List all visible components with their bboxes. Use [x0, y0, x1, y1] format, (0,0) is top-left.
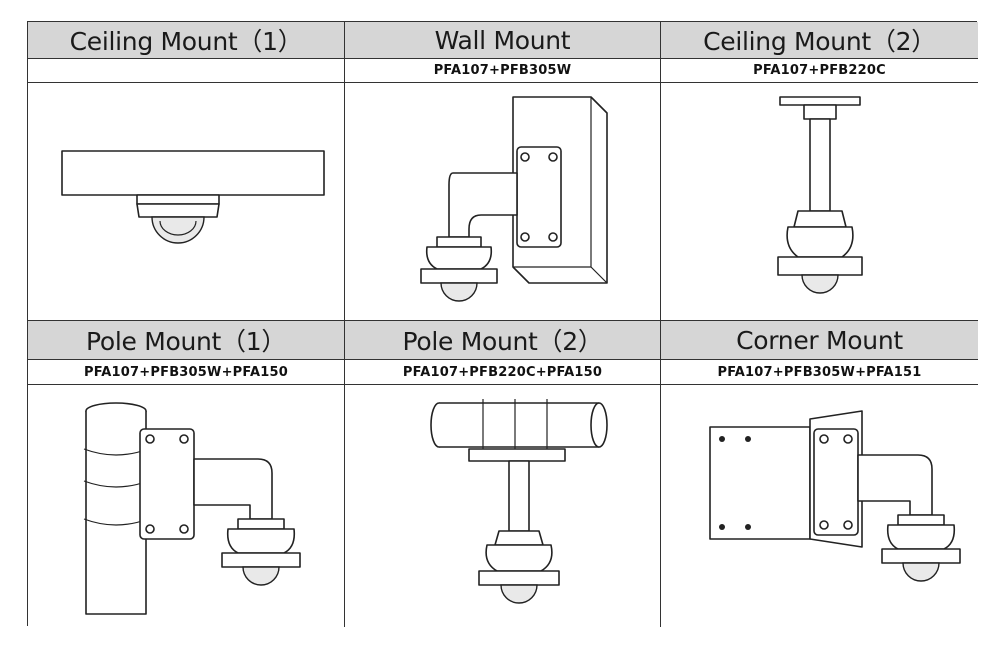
- ceiling-mount-1-drawing: [61, 149, 325, 244]
- model-corner-mount: PFA107+PFB305W+PFA151: [661, 360, 978, 385]
- mount-options-table: Ceiling Mount（1） Wall Mount Ceiling Moun…: [27, 21, 978, 627]
- image-ceiling-mount-2: [661, 83, 978, 321]
- model-pole-mount-1: PFA107+PFB305W+PFA150: [28, 360, 345, 385]
- model-pole-mount-2: PFA107+PFB220C+PFA150: [345, 360, 661, 385]
- corner-mount-drawing: [708, 409, 961, 582]
- header-ceiling-mount-2: Ceiling Mount（2）: [661, 22, 978, 59]
- image-corner-mount: [661, 385, 978, 627]
- header-pole-mount-2: Pole Mount（2）: [345, 321, 661, 360]
- pole-mount-2-drawing: [429, 398, 608, 604]
- model-ceiling-mount-2: PFA107+PFB220C: [661, 59, 978, 83]
- header-corner-mount: Corner Mount: [661, 321, 978, 360]
- image-wall-mount: [345, 83, 661, 321]
- image-ceiling-mount-1: [28, 83, 345, 321]
- ceiling-mount-2-drawing: [776, 95, 863, 294]
- image-pole-mount-2: [345, 385, 661, 627]
- pole-mount-1-drawing: [83, 401, 301, 615]
- model-ceiling-mount-1: [28, 59, 345, 83]
- header-pole-mount-1: Pole Mount（1）: [28, 321, 345, 360]
- wall-mount-drawing: [419, 95, 608, 302]
- header-wall-mount: Wall Mount: [345, 22, 661, 59]
- header-ceiling-mount-1: Ceiling Mount（1）: [28, 22, 345, 59]
- image-pole-mount-1: [28, 385, 345, 627]
- model-wall-mount: PFA107+PFB305W: [345, 59, 661, 83]
